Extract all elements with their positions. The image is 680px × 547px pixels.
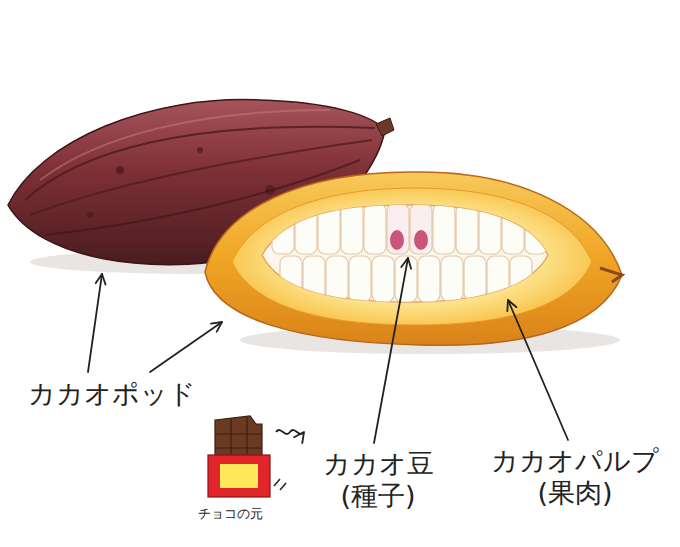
chocolate-icon (208, 416, 304, 497)
bean (303, 256, 325, 300)
bean (341, 204, 363, 254)
squiggle-arrow (276, 430, 304, 434)
pod-flesh (232, 188, 592, 325)
bean (349, 256, 371, 302)
bean-cut (414, 230, 428, 250)
bean (387, 204, 409, 254)
bean (510, 256, 532, 294)
bean (318, 205, 340, 254)
leader-arrow (374, 258, 408, 443)
bean (433, 204, 455, 254)
beans (272, 204, 547, 302)
leader-arrow (508, 300, 568, 440)
pod-spot (265, 185, 275, 195)
bean (487, 256, 509, 298)
part-label: カカオポッド (28, 378, 196, 410)
bean (464, 256, 486, 300)
bean (280, 256, 302, 298)
part-label: カカオ豆 (種子) (323, 448, 434, 513)
bean-cut (390, 230, 404, 250)
bean (395, 256, 417, 302)
pulp-cavity (262, 205, 548, 302)
pod-stem (376, 118, 394, 136)
pod-spot (87, 212, 93, 218)
bean (456, 205, 478, 254)
bean (418, 256, 440, 302)
pod-shell (205, 172, 622, 345)
bean (364, 204, 386, 254)
bean (295, 206, 317, 254)
bean (479, 207, 501, 254)
pod-tip (600, 268, 622, 282)
pod-highlight (40, 110, 330, 180)
bean (372, 256, 394, 302)
bean (502, 209, 524, 254)
leader-arrow (88, 274, 102, 372)
note-label: チョコの元 (198, 506, 263, 522)
leader-arrow (150, 322, 222, 372)
bean (441, 256, 463, 301)
sparkle-marks (274, 479, 286, 490)
leader-lines (88, 258, 568, 443)
pod-spot (116, 166, 124, 174)
bean (525, 212, 547, 254)
chocolate-wrapper (208, 455, 270, 497)
pod-spot (197, 147, 203, 153)
part-label: カカオパルプ (果肉) (491, 445, 659, 510)
opened-pod (205, 172, 622, 345)
bean (410, 204, 432, 254)
bean (272, 208, 294, 254)
wrapper-label (220, 464, 258, 488)
bean (326, 256, 348, 301)
